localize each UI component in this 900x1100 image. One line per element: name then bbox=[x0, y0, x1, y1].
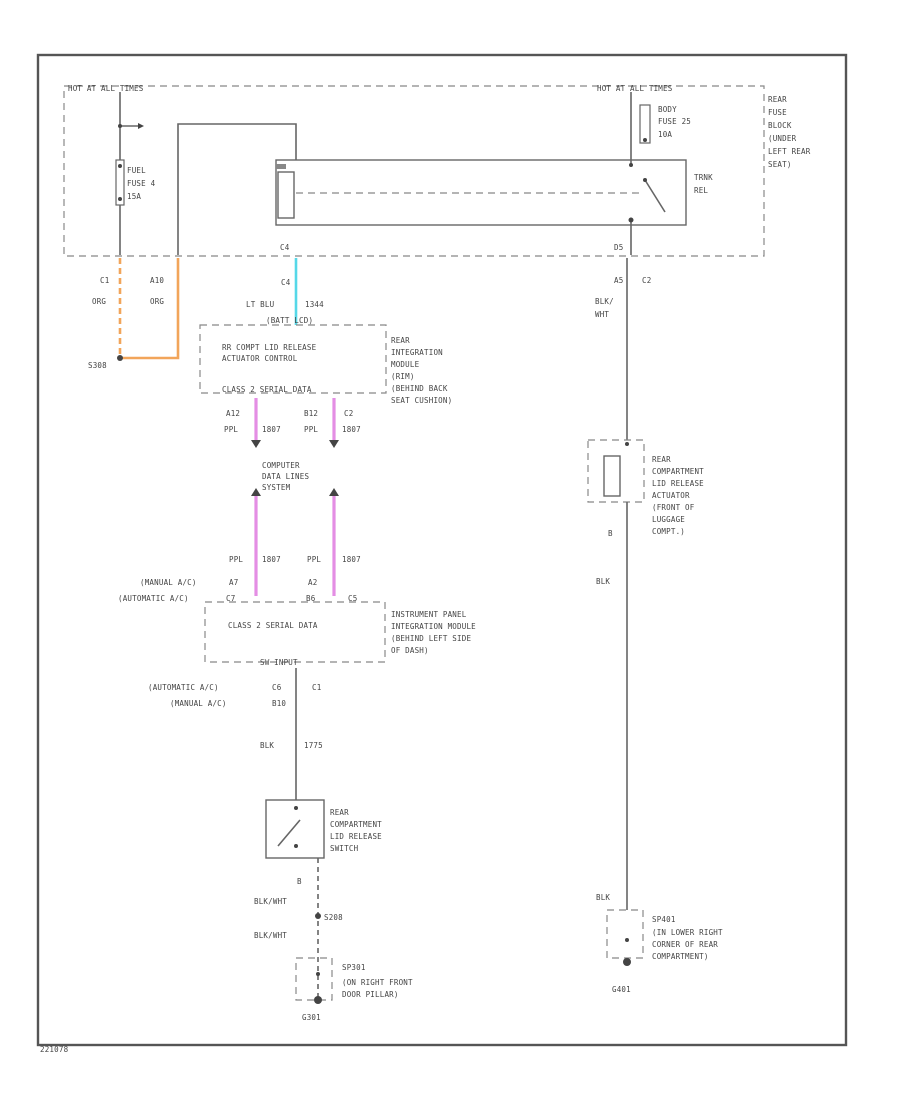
label-sp301-desc: (ON RIGHT FRONT DOOR PILLAR) bbox=[342, 978, 417, 999]
label-c2-mid: C2 bbox=[344, 409, 353, 418]
sp301-box bbox=[295, 957, 333, 1001]
sp401-box bbox=[606, 909, 644, 959]
label-sp401: SP401 bbox=[652, 915, 676, 924]
label-sp401-desc: (IN LOWER RIGHT CORNER OF REAR COMPARTME… bbox=[652, 928, 727, 961]
label-rim-name: REAR INTEGRATION MODULE (RIM) (BEHIND BA… bbox=[391, 336, 452, 405]
label-g401: G401 bbox=[612, 985, 631, 994]
label-c4-lower: C4 bbox=[281, 278, 291, 287]
label-ppl4: PPL bbox=[307, 555, 321, 564]
label-manual-ac: (MANUAL A/C) bbox=[140, 578, 197, 587]
label-b-pin2: B bbox=[608, 529, 613, 538]
body-fuse-25 bbox=[639, 104, 651, 144]
label-hot-left: HOT AT ALL TIMES bbox=[68, 84, 144, 93]
rear-integration-module bbox=[199, 324, 387, 394]
label-blk-right2: BLK bbox=[596, 893, 610, 902]
label-ipm-serial: CLASS 2 SERIAL DATA bbox=[228, 621, 318, 630]
label-blk: BLK bbox=[260, 741, 274, 750]
relay-coil bbox=[277, 171, 295, 219]
label-g301: G301 bbox=[302, 1013, 321, 1022]
label-1807c: 1807 bbox=[262, 555, 281, 564]
label-a10: A10 bbox=[150, 276, 164, 285]
label-lt-blu: LT BLU bbox=[246, 300, 274, 309]
label-1807d: 1807 bbox=[342, 555, 361, 564]
label-auto-ac: (AUTOMATIC A/C) bbox=[118, 594, 189, 603]
label-c7: C7 bbox=[226, 594, 235, 603]
label-sp301: SP301 bbox=[342, 963, 366, 972]
label-blkwht-top: BLK/ bbox=[595, 297, 614, 306]
fuel-fuse-4 bbox=[115, 159, 125, 206]
label-1344: 1344 bbox=[305, 300, 324, 309]
label-a2: A2 bbox=[308, 578, 317, 587]
label-fuse4-amp: 15A bbox=[127, 192, 141, 201]
label-sw-input: SW INPUT bbox=[260, 658, 298, 667]
label-switch-name: REAR COMPARTMENT LID RELEASE SWITCH bbox=[330, 808, 387, 853]
label-s208: S208 bbox=[324, 913, 343, 922]
label-rim-serial: CLASS 2 SERIAL DATA bbox=[222, 385, 312, 394]
label-blkwht1: BLK/WHT bbox=[254, 897, 287, 906]
label-ppl3: PPL bbox=[229, 555, 243, 564]
instrument-panel-module bbox=[204, 601, 386, 663]
label-1807a: 1807 bbox=[262, 425, 281, 434]
rear-fuse-block-box bbox=[63, 85, 765, 257]
label-fuse25: FUSE 25 bbox=[658, 117, 691, 126]
label-fuse25-amp: 10A bbox=[658, 130, 672, 139]
label-s308: S308 bbox=[88, 361, 107, 370]
label-batt-lcd: (BATT LCD) bbox=[266, 316, 313, 325]
label-rear-fuse-block: REAR FUSE BLOCK (UNDER LEFT REAR SEAT) bbox=[768, 95, 815, 169]
label-1807b: 1807 bbox=[342, 425, 361, 434]
label-c1-b: C1 bbox=[312, 683, 321, 692]
label-c1-left: C1 bbox=[100, 276, 109, 285]
label-hot-right: HOT AT ALL TIMES bbox=[597, 84, 673, 93]
label-fuel: FUEL bbox=[127, 166, 146, 175]
label-org2: ORG bbox=[150, 297, 164, 306]
label-manual-ac2: (MANUAL A/C) bbox=[170, 699, 227, 708]
label-c4: C4 bbox=[280, 243, 290, 252]
label-actuator-name: REAR COMPARTMENT LID RELEASE ACTUATOR (F… bbox=[652, 455, 709, 536]
label-b-pin: B bbox=[297, 877, 302, 886]
lid-release-actuator bbox=[587, 439, 645, 503]
label-org1: ORG bbox=[92, 297, 106, 306]
label-auto-ac2: (AUTOMATIC A/C) bbox=[148, 683, 219, 692]
label-a12: A12 bbox=[226, 409, 240, 418]
label-ppl2: PPL bbox=[304, 425, 318, 434]
actuator-coil bbox=[603, 455, 621, 497]
trunk-release-relay bbox=[275, 159, 687, 226]
rear-lid-release-switch bbox=[265, 799, 325, 859]
label-blkwht-top2: WHT bbox=[595, 310, 609, 319]
label-trnk-rel: TRNK REL bbox=[694, 173, 718, 195]
label-c2-right: C2 bbox=[642, 276, 651, 285]
label-c5: C5 bbox=[348, 594, 357, 603]
label-fuse4: FUSE 4 bbox=[127, 179, 156, 188]
label-ipm-name: INSTRUMENT PANEL INTEGRATION MODULE (BEH… bbox=[391, 610, 481, 655]
label-body: BODY bbox=[658, 105, 677, 114]
label-a5: A5 bbox=[614, 276, 623, 285]
label-rr-compt: RR COMPT LID RELEASE ACTUATOR CONTROL bbox=[222, 343, 321, 363]
label-blk-right1: BLK bbox=[596, 577, 610, 586]
label-b6: B6 bbox=[306, 594, 316, 603]
diagram-frame bbox=[36, 53, 848, 1047]
label-b10: B10 bbox=[272, 699, 286, 708]
label-a7: A7 bbox=[229, 578, 238, 587]
label-1775: 1775 bbox=[304, 741, 323, 750]
label-b12: B12 bbox=[304, 409, 318, 418]
doc-id: 221078 bbox=[40, 1045, 69, 1054]
label-cdls: COMPUTER DATA LINES SYSTEM bbox=[262, 461, 314, 492]
label-blkwht2: BLK/WHT bbox=[254, 931, 287, 940]
label-ppl1: PPL bbox=[224, 425, 238, 434]
label-c6: C6 bbox=[272, 683, 282, 692]
label-d5: D5 bbox=[614, 243, 623, 252]
